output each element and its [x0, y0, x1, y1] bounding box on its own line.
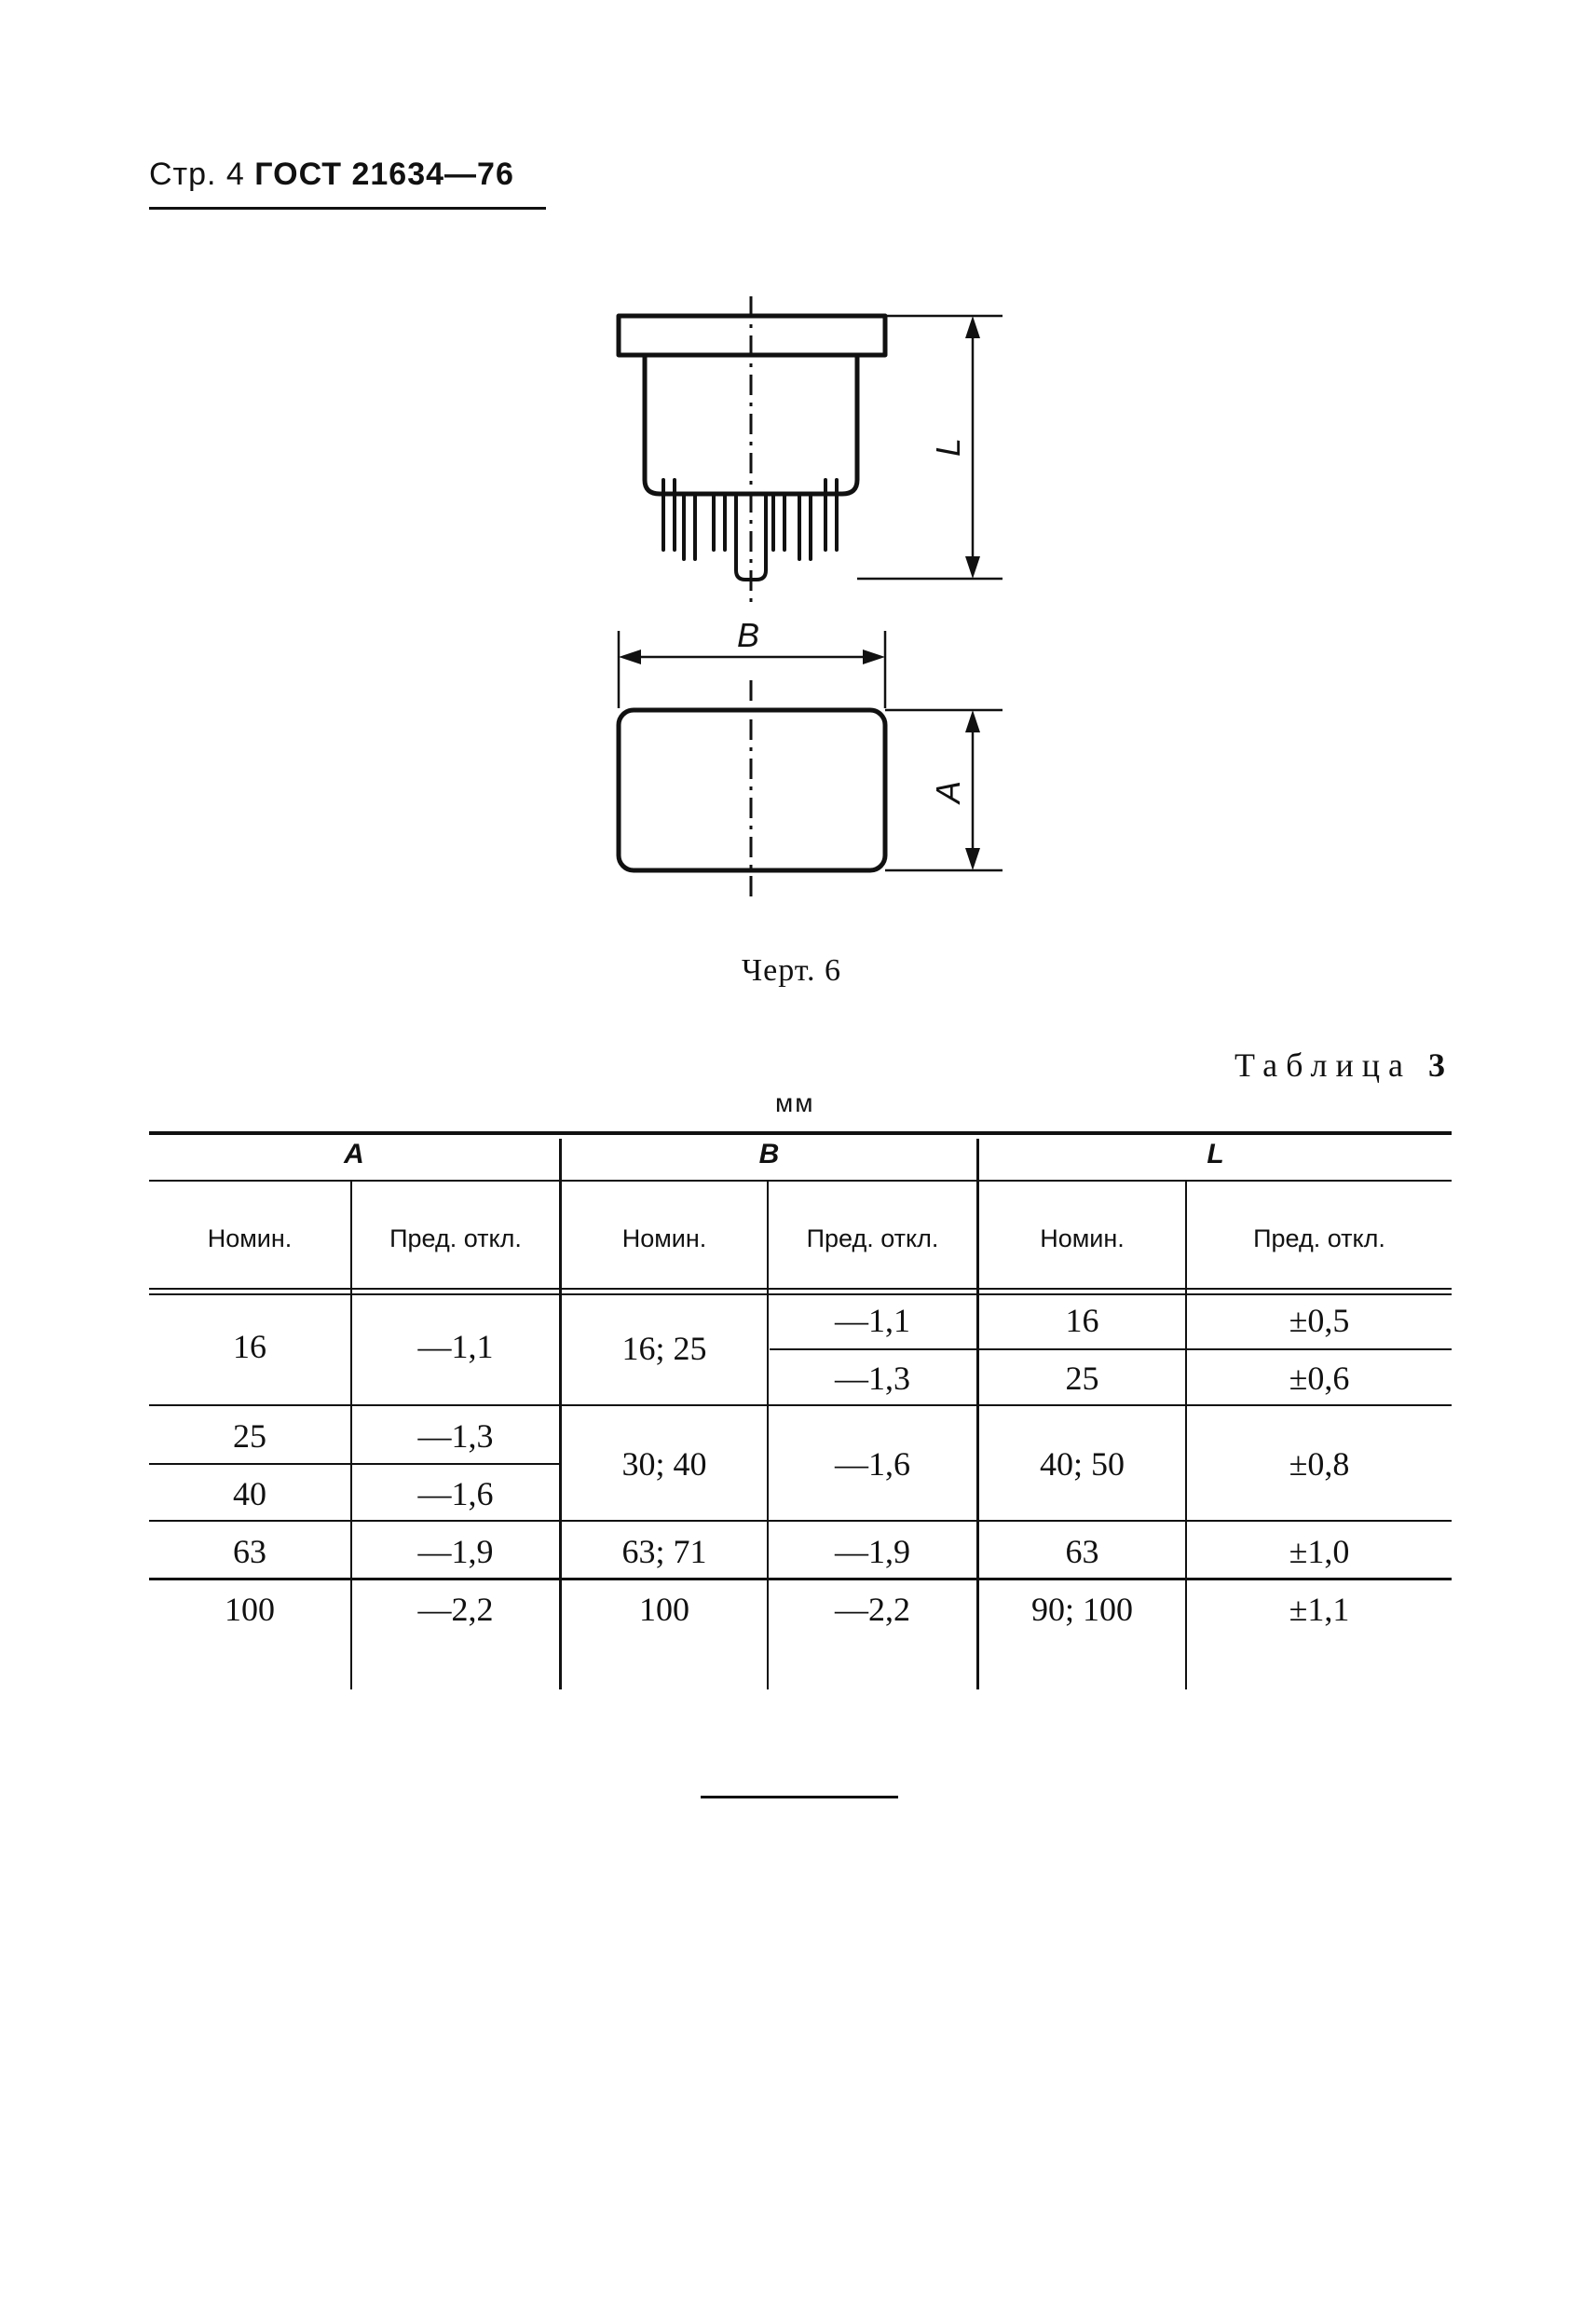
a-nominal-cell: 25: [233, 1417, 266, 1455]
col-header-l-deviation: Пред. откл.: [1253, 1224, 1385, 1252]
table-units: мм: [775, 1088, 815, 1117]
table-title: Таблица 3: [1235, 1046, 1445, 1085]
table-title-word: Таблица: [1235, 1046, 1412, 1084]
a-nominal-cell: 16: [233, 1328, 266, 1365]
dim-label-b: B: [737, 616, 759, 654]
group-header-b: B: [758, 1139, 780, 1169]
a-nominal-cell: 40: [233, 1475, 266, 1512]
b-nominal-cell: 16; 25: [621, 1330, 707, 1367]
group-header-a: A: [344, 1139, 364, 1169]
b-deviation-cell: —1,9: [835, 1533, 910, 1570]
a-deviation-cell: —1,9: [417, 1533, 494, 1570]
dim-label-l: L: [929, 438, 967, 457]
l-nominal-cell: 16: [1065, 1302, 1099, 1339]
page-number: Стр. 4: [149, 157, 245, 192]
a-nominal-cell: 100: [225, 1591, 275, 1628]
l-nominal-cell: 40; 50: [1039, 1445, 1125, 1483]
standard-designation: ГОСТ 21634—76: [254, 157, 514, 192]
b-deviation-cell: —1,6: [835, 1445, 910, 1483]
pins: [662, 478, 839, 581]
l-deviation-cell: ±1,1: [1289, 1591, 1350, 1628]
b-deviation-cell: —1,1: [835, 1302, 910, 1339]
b-nominal-cell: 63; 71: [621, 1533, 707, 1570]
col-header-b-deviation: Пред. откл.: [806, 1224, 939, 1252]
a-deviation-cell: —2,2: [417, 1591, 494, 1628]
a-deviation-cell: —1,3: [417, 1417, 494, 1455]
l-deviation-cell: ±0,5: [1289, 1302, 1350, 1339]
a-deviation-cell: —1,6: [417, 1475, 494, 1512]
b-nominal-cell: 30; 40: [621, 1445, 707, 1483]
header-rule: [149, 207, 546, 210]
technical-drawing: L B A: [616, 296, 1003, 900]
l-deviation-cell: ±0,8: [1289, 1445, 1350, 1483]
a-nominal-cell: 63: [233, 1533, 266, 1570]
l-nominal-cell: 90; 100: [1030, 1591, 1133, 1628]
page-header: Стр. 4 ГОСТ 21634—76: [149, 157, 514, 193]
col-header-a-deviation: Пред. откл.: [389, 1224, 522, 1252]
b-deviation-cell: —1,3: [835, 1360, 910, 1397]
table-title-number: 3: [1427, 1046, 1445, 1084]
col-header-b-nominal: Номин.: [621, 1224, 707, 1252]
closing-rule: [701, 1796, 898, 1798]
l-nominal-cell: 25: [1065, 1360, 1099, 1397]
l-deviation-cell: ±1,0: [1289, 1533, 1350, 1570]
col-header-l-nominal: Номин.: [1040, 1224, 1125, 1252]
group-header-l: L: [1207, 1139, 1224, 1169]
dim-label-a: A: [929, 781, 967, 805]
figure-caption: Черт. 6: [742, 953, 842, 988]
l-deviation-cell: ±0,6: [1289, 1360, 1350, 1397]
col-header-a-nominal: Номин.: [207, 1224, 293, 1252]
l-nominal-cell: 63: [1065, 1533, 1099, 1570]
a-deviation-cell: —1,1: [417, 1328, 494, 1365]
b-nominal-cell: 100: [639, 1591, 689, 1628]
b-deviation-cell: —2,2: [835, 1591, 910, 1628]
